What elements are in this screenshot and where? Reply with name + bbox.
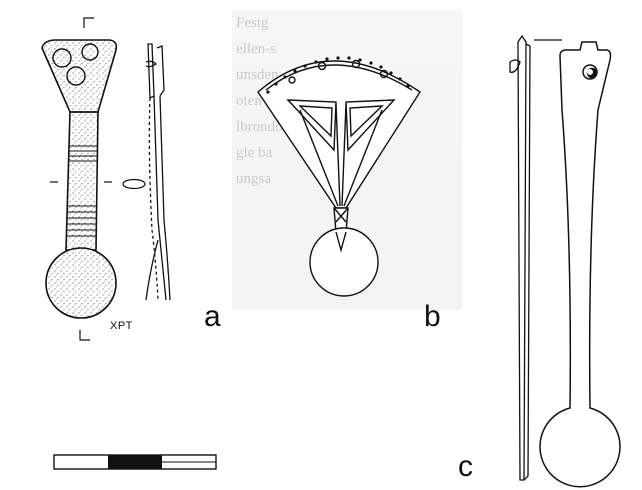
xpt-label: XPT xyxy=(110,320,133,332)
background-text-line: Festg xyxy=(236,15,269,31)
scale-bar xyxy=(53,454,217,470)
figure-label-a: a xyxy=(204,300,221,333)
background-text-line: lbrondo xyxy=(236,119,283,135)
fibula-b-dot-border xyxy=(266,56,410,94)
ribbing-lower xyxy=(67,205,96,237)
ball-terminal-b xyxy=(309,227,379,297)
section-marks xyxy=(50,17,146,341)
ribbing-upper xyxy=(69,145,97,162)
figure-label-b: b xyxy=(424,300,441,333)
fibula-a-side-view xyxy=(145,43,171,301)
fibula-c-front-view xyxy=(539,41,621,488)
background-text-line: unsden xyxy=(236,67,279,83)
fibula-b xyxy=(257,59,421,297)
background-text-line: gle ba xyxy=(236,145,273,161)
background-text-line: ellen-s xyxy=(236,41,276,57)
fibula-c-side-view xyxy=(509,34,562,481)
background-text-line: ungsa xyxy=(236,171,271,187)
fibula-a-front-view xyxy=(41,39,118,319)
figure-label-c: c xyxy=(458,450,473,483)
